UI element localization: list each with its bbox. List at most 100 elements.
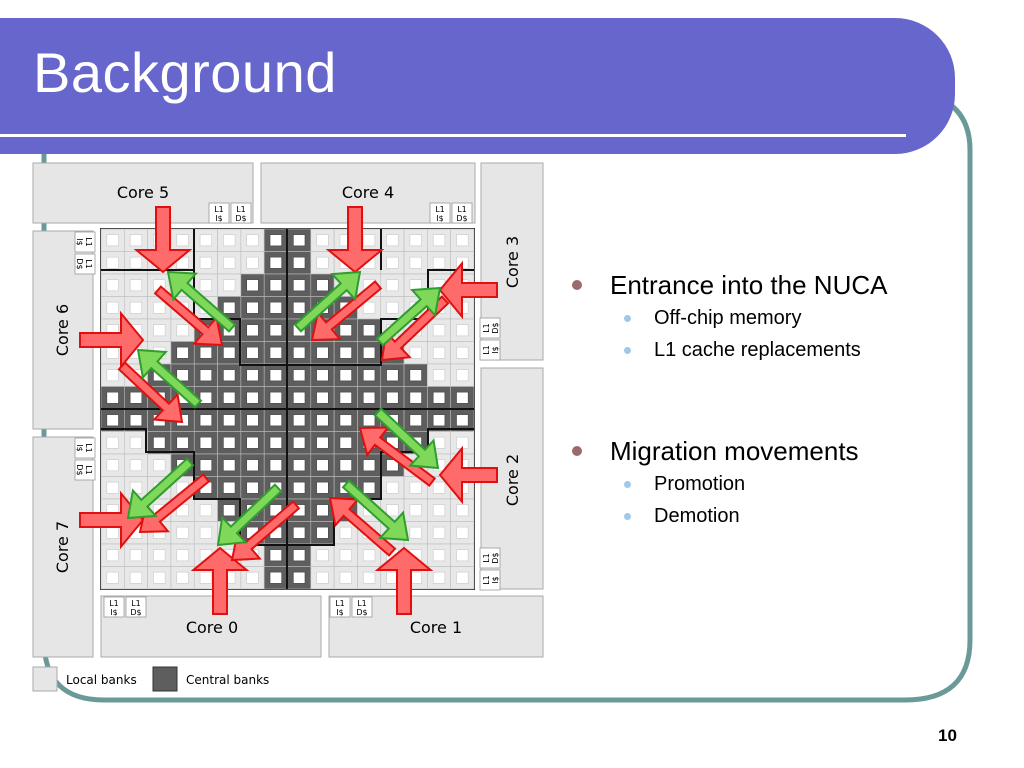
l1-label: L1 [214,205,224,214]
local-bank [380,251,405,275]
l1-label: L1 [335,599,345,608]
central-bank [287,431,312,455]
central-bank [287,453,312,477]
central-bank [263,363,288,387]
central-bank [240,273,265,297]
central-bank [193,363,218,387]
central-bank [193,408,218,432]
entry-arrow-core1 [374,546,434,615]
local-bank [124,566,148,590]
local-bank [100,273,125,297]
local-bank [100,228,125,252]
bullet-text: Migration movements [610,436,859,466]
l1-label: L1 [236,205,246,214]
title-bar [0,18,955,154]
central-bank [240,363,265,387]
central-bank [333,341,358,365]
central-bank [263,273,288,297]
l1-label: L1 [84,237,93,247]
l1-cache-type: I$ [336,608,343,617]
promotion-arrow [126,457,195,520]
local-bank [147,543,172,567]
l1-cache-type: I$ [215,214,222,223]
central-bank [263,386,288,410]
promotion-arrow [216,483,283,547]
central-bank [263,251,288,275]
central-bank [240,453,265,477]
central-bank [240,431,265,455]
central-bank [217,498,242,522]
l1-label: L1 [357,599,367,608]
central-bank [450,386,475,410]
bullet-list: Entrance into the NUCA Off-chip memory L… [572,268,1012,532]
sub-bullet-demotion: Demotion [572,500,1012,532]
legend-local-label: Local banks [66,673,137,687]
promotion-arrow [375,286,442,347]
central-bank [333,408,358,432]
local-bank [403,341,428,365]
central-bank [263,566,288,590]
l1-label: L1 [482,345,491,355]
central-bank [240,341,265,365]
central-bank [287,251,312,275]
central-bank [310,273,335,297]
local-bank [124,296,148,320]
local-bank [427,318,451,342]
local-bank [427,543,451,567]
central-bank [193,453,218,477]
title-underline [0,134,906,137]
central-bank [333,431,358,455]
central-bank [240,386,265,410]
local-bank [450,521,475,545]
central-bank [217,386,242,410]
central-bank [333,453,358,477]
central-bank [357,386,382,410]
central-bank [310,408,335,432]
central-bank [403,386,428,410]
bullet-dot-icon [572,446,582,456]
central-bank [310,341,335,365]
l1-label: L1 [482,575,491,585]
central-bank [287,408,312,432]
central-bank [217,476,242,500]
l1-label: L1 [84,465,93,475]
local-bank [333,543,358,567]
bullet-migration: Migration movements [572,434,1012,468]
central-bank [217,408,242,432]
slide-title: Background [33,41,337,104]
central-bank [403,408,428,432]
l1-cache-pair: L1I$L1D$ [429,202,473,224]
local-bank [217,273,242,297]
central-bank [147,431,172,455]
core6-label: Core 6 [53,304,72,356]
local-bank [403,228,428,252]
entry-arrow-core2 [438,445,498,505]
central-bank [263,318,288,342]
core7-label: Core 7 [53,521,72,573]
l1-cache-pair: L1I$L1D$ [329,596,373,618]
l1-cache-pair: L1I$L1D$ [208,202,252,224]
local-bank [403,498,428,522]
local-bank [380,476,405,500]
l1-cache-type: I$ [75,238,84,245]
bullet-dot-icon [572,280,582,290]
legend-central-swatch [152,666,178,692]
local-bank [124,273,148,297]
sub-bullet-promotion: Promotion [572,468,1012,500]
migration-arrows [79,206,498,615]
demotion-arrow [153,285,224,347]
local-bank [310,543,335,567]
central-bank [287,386,312,410]
central-bank [240,296,265,320]
promotion-arrow [293,270,362,333]
central-bank [217,453,242,477]
l1-cache-type: D$ [75,258,84,269]
central-bank [333,386,358,410]
central-bank [357,453,382,477]
page-number: 10 [938,726,957,745]
bullet-entrance: Entrance into the NUCA [572,268,1012,302]
local-bank [193,521,218,545]
central-bank [287,521,312,545]
sub-bullet-dot-icon [624,481,631,488]
